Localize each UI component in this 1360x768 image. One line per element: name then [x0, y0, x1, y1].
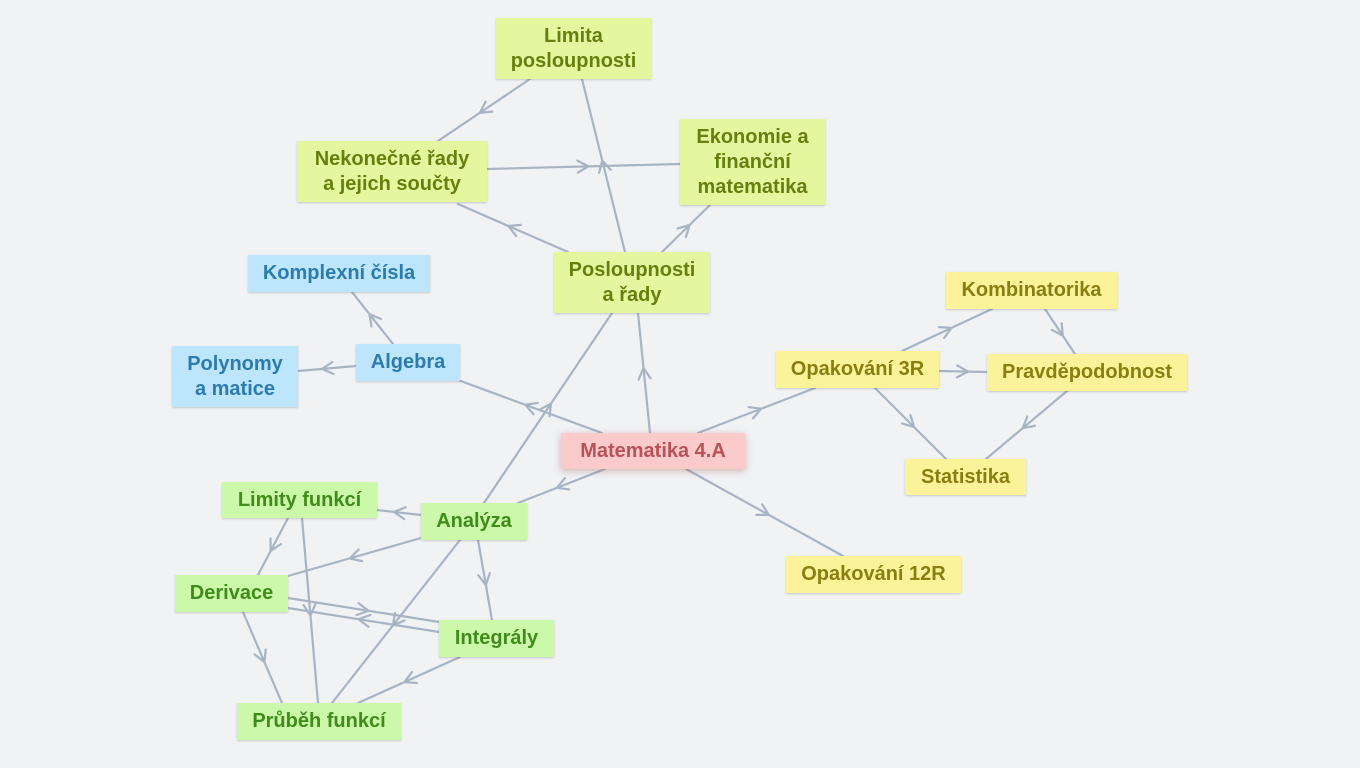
edge-integraly-prubeh: [356, 655, 462, 705]
edge-derivace-prubeh: [241, 610, 284, 705]
node-analyza[interactable]: Analýza: [421, 503, 527, 540]
edge-analyza-derivace: [286, 536, 423, 578]
edge-matematika-opak3r: [696, 386, 817, 435]
node-integraly[interactable]: Integrály: [439, 620, 554, 657]
arrowhead-matematika-opak3r: [747, 405, 763, 420]
node-pravdepodobnost[interactable]: Pravděpodobnost: [987, 354, 1187, 391]
arrowhead-limita-nekonecne: [478, 100, 494, 114]
arrowhead-algebra-komplexni: [368, 312, 383, 328]
arrowhead-posloupnosti-nekonecne: [507, 223, 522, 237]
edge-algebra-polynomy: [296, 360, 358, 376]
node-opakovani-3r[interactable]: Opakování 3R: [776, 351, 939, 388]
arrowhead-matematika-algebra: [524, 401, 539, 416]
edge-matematika-opak12r: [684, 467, 845, 558]
edge-limita-nekonecne: [436, 77, 532, 143]
arrowhead-nekonecne-ekonomie: [576, 159, 590, 174]
arrowhead-analyza-derivace: [348, 548, 364, 563]
arrowhead-opak3r-kombinatorika: [937, 326, 953, 340]
arrowhead-opak3r-pravdepodobnost: [955, 364, 970, 379]
arrowhead-limity-prubeh: [302, 602, 317, 617]
edge-pravdepodobnost-statistika: [984, 389, 1069, 461]
arrowhead-matematika-opak12r: [755, 503, 770, 517]
node-algebra[interactable]: Algebra: [356, 344, 460, 381]
node-statistika[interactable]: Statistika: [905, 459, 1026, 495]
arrowhead-opak3r-statistika: [900, 413, 916, 429]
arrowhead-posloupnosti-ekonomie: [676, 223, 691, 239]
arrowhead-limity-derivace: [269, 537, 283, 553]
arrowhead-analyza-integraly: [476, 571, 491, 587]
arrowhead-integraly-derivace: [357, 613, 372, 628]
edge-opak3r-statistika: [873, 386, 948, 461]
node-posloupnosti-a-rady[interactable]: Posloupnosti a řady: [554, 252, 710, 313]
edge-analyza-limity: [375, 506, 423, 521]
node-matematika-4a[interactable]: Matematika 4.A: [561, 433, 745, 469]
edge-opak3r-kombinatorika: [900, 307, 994, 353]
node-ekonomie[interactable]: Ekonomie a finanční matematika: [680, 119, 825, 205]
arrowhead-analyza-posloupnosti: [538, 402, 552, 418]
arrowhead-kombinatorika-pravdepodobnost: [1050, 322, 1064, 337]
edge-nekonecne-ekonomie: [485, 159, 682, 174]
node-prubeh-funkci[interactable]: Průběh funkcí: [237, 703, 401, 740]
arrowhead-pravdepodobnost-statistika: [1021, 415, 1037, 430]
edge-posloupnosti-nekonecne: [456, 202, 570, 254]
node-kombinatorika[interactable]: Kombinatorika: [946, 272, 1117, 309]
arrowhead-derivace-prubeh: [253, 648, 267, 664]
node-komplexni-cisla[interactable]: Komplexní čísla: [248, 255, 430, 292]
node-derivace[interactable]: Derivace: [175, 575, 288, 612]
node-nekonecne-rady[interactable]: Nekonečné řady a jejich součty: [297, 141, 487, 202]
arrowhead-integraly-prubeh: [403, 670, 419, 685]
edge-kombinatorika-pravdepodobnost: [1043, 307, 1077, 356]
edge-opak3r-pravdepodobnost: [937, 364, 989, 379]
arrowhead-algebra-polynomy: [320, 360, 335, 376]
edge-posloupnosti-ekonomie: [660, 203, 712, 254]
edge-limity-derivace: [256, 516, 290, 577]
edge-matematika-algebra: [456, 378, 604, 435]
edge-analyza-posloupnosti: [482, 311, 614, 505]
arrowhead-matematika-analyza: [555, 477, 571, 491]
node-opakovani-12r[interactable]: Opakování 12R: [786, 556, 961, 593]
edge-analyza-integraly: [476, 538, 494, 622]
node-limity-funkci[interactable]: Limity funkcí: [222, 482, 377, 518]
edge-algebra-komplexni: [350, 290, 395, 346]
edge-derivace-integraly: [286, 596, 441, 624]
node-polynomy-a-matice[interactable]: Polynomy a matice: [172, 346, 298, 407]
edge-integraly-derivace: [286, 606, 441, 634]
node-limita-posloupnosti[interactable]: Limita posloupnosti: [496, 18, 651, 79]
edge-matematika-posloupnosti: [636, 311, 652, 435]
arrowhead-analyza-limity: [392, 506, 407, 521]
arrowhead-matematika-posloupnosti: [637, 366, 652, 381]
edge-matematika-analyza: [516, 467, 607, 505]
arrowhead-derivace-integraly: [355, 602, 370, 617]
